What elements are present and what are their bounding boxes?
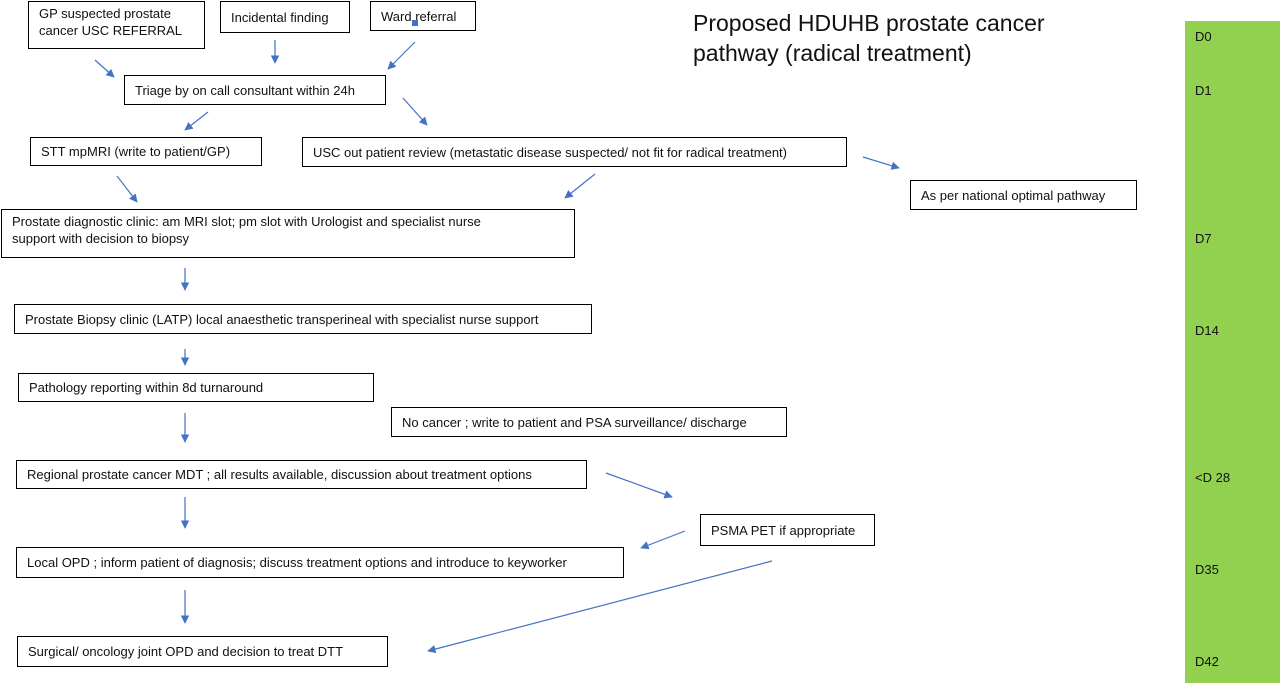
triage-box: Triage by on call consultant within 24h <box>124 75 386 105</box>
timeline-day-d14: D14 <box>1195 323 1219 338</box>
national-pathway-box: As per national optimal pathway <box>910 180 1137 210</box>
mdt-box: Regional prostate cancer MDT ; all resul… <box>16 460 587 489</box>
timeline-day-d42: D42 <box>1195 654 1219 669</box>
psma-pet-box: PSMA PET if appropriate <box>700 514 875 546</box>
stt-mpmri-box: STT mpMRI (write to patient/GP) <box>30 137 262 166</box>
arrow-triage-to-usc <box>402 97 428 126</box>
usc-review-box: USC out patient review (metastatic disea… <box>302 137 847 167</box>
timeline-bar: D0 D1 D7 D14 <D 28 D35 D42 <box>1185 21 1280 683</box>
timeline-day-d1: D1 <box>1195 83 1212 98</box>
timeline-day-d0: D0 <box>1195 29 1212 44</box>
diagnostic-clinic-box: Prostate diagnostic clinic: am MRI slot;… <box>1 209 575 258</box>
arrow-mdt-to-psma <box>605 472 673 499</box>
arrow-usc-to-national <box>862 156 900 170</box>
arrow-ward-to-triage <box>387 41 416 70</box>
arrow-gp-to-triage <box>94 59 115 78</box>
no-cancer-box: No cancer ; write to patient and PSA sur… <box>391 407 787 437</box>
arrow-usc-to-diagnostic <box>564 173 596 199</box>
timeline-day-d35: D35 <box>1195 562 1219 577</box>
arrow-triage-to-stt <box>184 111 209 131</box>
gp-referral-box: GP suspected prostate cancer USC REFERRA… <box>28 1 205 49</box>
arrow-psma-to-joint-opd <box>427 560 773 654</box>
pathology-box: Pathology reporting within 8d turnaround <box>18 373 374 402</box>
timeline-day-d7: D7 <box>1195 231 1212 246</box>
diagram-title: Proposed HDUHB prostate cancer pathway (… <box>693 10 1045 66</box>
incidental-finding-box: Incidental finding <box>220 1 350 33</box>
timeline-day-d28: <D 28 <box>1195 470 1231 485</box>
joint-opd-box: Surgical/ oncology joint OPD and decisio… <box>17 636 388 667</box>
biopsy-clinic-box: Prostate Biopsy clinic (LATP) local anae… <box>14 304 592 334</box>
arrow-psma-to-local-opd <box>640 530 686 550</box>
selection-marker <box>412 20 418 26</box>
ward-referral-box: Ward referral <box>370 1 476 31</box>
arrow-stt-to-diagnostic <box>116 175 138 203</box>
local-opd-box: Local OPD ; inform patient of diagnosis;… <box>16 547 624 578</box>
